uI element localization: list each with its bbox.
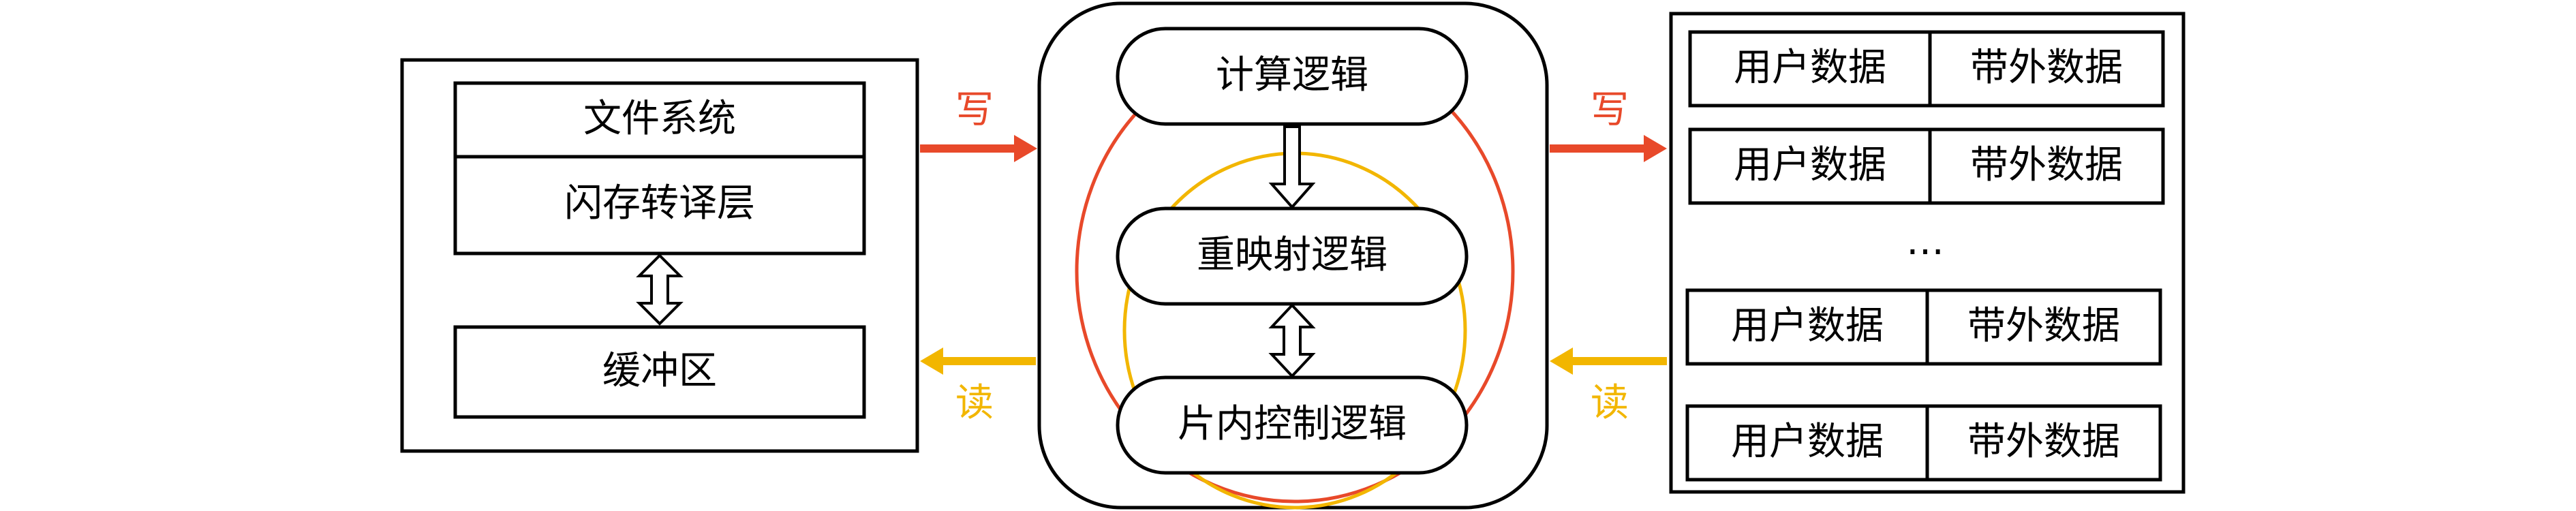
oob-data-cell xyxy=(1925,404,2162,482)
read-label-left: 读 xyxy=(955,381,994,425)
compute-to-remap-arrow xyxy=(1268,125,1316,210)
oob-data-cell xyxy=(1925,288,2162,366)
read-label-right: 读 xyxy=(1591,381,1629,425)
right-arrows: 写 读 xyxy=(1550,88,1667,425)
oob-data-cell xyxy=(1928,127,2165,205)
onchip-logic-box xyxy=(1116,375,1469,475)
flash-page-row: 用户数据 带外数据 xyxy=(1688,127,2165,205)
ftl-label: 闪存转译层 xyxy=(564,181,755,226)
buffer-label: 缓冲区 xyxy=(602,349,717,393)
write-label-right: 写 xyxy=(1591,88,1629,132)
remap-logic-label: 重映射逻辑 xyxy=(1197,233,1387,277)
write-arrow-right-head xyxy=(1644,135,1667,162)
user-data-cell xyxy=(1688,127,1932,205)
user-data-cell xyxy=(1688,30,1932,108)
host-block: 文件系统 闪存转译层 缓冲区 xyxy=(400,58,919,453)
user-data-label: 用户数据 xyxy=(1734,46,1886,90)
flash-page-row: 用户数据 带外数据 xyxy=(1688,30,2165,108)
compute-logic-label: 计算逻辑 xyxy=(1216,53,1368,97)
oob-data-cell xyxy=(1928,30,2165,108)
host-bidirectional-arrow xyxy=(636,253,684,326)
flash-page-row: 用户数据 带外数据 xyxy=(1685,288,2162,366)
flash-page-row: 用户数据 带外数据 xyxy=(1685,404,2162,482)
file-system-label: 文件系统 xyxy=(583,97,736,141)
user-data-label: 用户数据 xyxy=(1731,420,1884,464)
user-data-label: 用户数据 xyxy=(1734,143,1886,187)
read-arrow-right-head xyxy=(1550,347,1573,375)
oob-data-label: 带外数据 xyxy=(1970,46,2123,90)
flash-block: 用户数据 带外数据 用户数据 带外数据 … 用户数据 带外数据 用户数据 带外数… xyxy=(1669,12,2186,494)
oob-data-label: 带外数据 xyxy=(1967,420,2120,464)
read-arrow-left-head xyxy=(920,347,943,375)
file-system-box xyxy=(453,81,866,159)
left-arrows: 写 读 xyxy=(920,88,1037,425)
controller-block: 计算逻辑 重映射逻辑 片内控制逻辑 xyxy=(1037,1,1549,510)
user-data-label: 用户数据 xyxy=(1731,304,1884,348)
ftl-box xyxy=(453,155,866,256)
oob-data-label: 带外数据 xyxy=(1970,143,2123,187)
onchip-logic-label: 片内控制逻辑 xyxy=(1178,402,1407,446)
ellipsis: … xyxy=(1906,219,1944,264)
write-label-left: 写 xyxy=(955,88,994,132)
compute-logic-box xyxy=(1116,27,1469,126)
user-data-cell xyxy=(1685,288,1929,366)
write-arrow-left-head xyxy=(1014,135,1037,162)
buffer-box xyxy=(453,325,866,419)
oob-data-label: 带外数据 xyxy=(1967,304,2120,348)
